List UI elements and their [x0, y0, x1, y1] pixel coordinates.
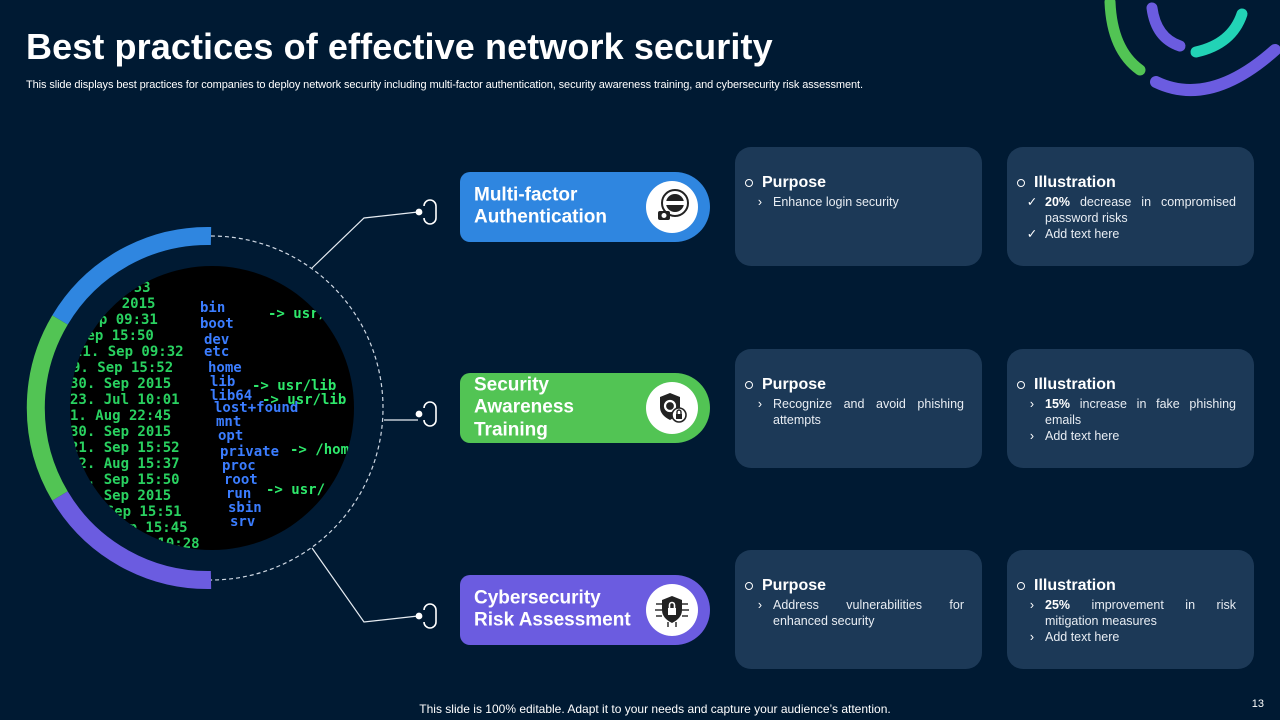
svg-text:lib64: lib64: [210, 388, 252, 404]
bullet-ring-icon: [745, 381, 753, 389]
card-heading: Purpose: [745, 174, 982, 192]
pill-label: Cybersecurity Risk Assessment: [474, 587, 631, 631]
svg-text:bin: bin: [200, 300, 225, 316]
svg-text:Sep 09:31: Sep 09:31: [82, 312, 158, 328]
list-item: ✓Add text here: [1026, 227, 1120, 241]
purpose-card-1: Purpose ›Enhance login security: [735, 147, 982, 266]
svg-text:dev: dev: [204, 332, 229, 348]
svg-text:-> usr/lib: -> usr/lib: [252, 378, 336, 394]
svg-text:lost+found: lost+found: [214, 400, 298, 416]
pill-label: Security Awareness Training: [474, 374, 574, 441]
svg-text:Sep 2015: Sep 2015: [88, 296, 155, 312]
chevron-right-icon: ›: [757, 397, 763, 411]
list-item: ›25% improvement in risk mitigation meas…: [1030, 597, 1236, 629]
card-heading: Purpose: [745, 376, 982, 394]
pill-security-awareness-training: Security Awareness Training: [460, 373, 710, 443]
page-number: 13: [1251, 698, 1264, 710]
svg-text:30. Sep 2015: 30. Sep 2015: [70, 488, 171, 504]
bullet-ring-icon: [745, 179, 753, 187]
authentic-badge-icon: [646, 181, 698, 233]
purpose-card-2: Purpose ›Recognize and avoid phishing at…: [735, 349, 982, 468]
svg-text:1. Aug 22:45: 1. Aug 22:45: [70, 408, 171, 424]
svg-text:boot: boot: [200, 316, 234, 332]
purpose-card-3: Purpose ›Address vulnerabilities for enh…: [735, 550, 982, 669]
svg-text:12. Sep 15:45: 12. Sep 15:45: [78, 520, 188, 536]
svg-text:9. Sep 15:52: 9. Sep 15:52: [72, 360, 173, 376]
card-heading: Illustration: [1017, 577, 1254, 595]
check-icon: ✓: [1026, 227, 1038, 241]
list-item: ›Add text here: [1030, 629, 1236, 645]
svg-text:root: root: [224, 472, 258, 488]
bullet-ring-icon: [1017, 381, 1025, 389]
bullet-ring-icon: [1017, 582, 1025, 590]
illustration-card-2: Illustration ›15% increase in fake phish…: [1007, 349, 1254, 468]
check-icon: ✓: [1026, 195, 1038, 209]
arc-green: [26, 315, 68, 501]
shield-gear-lock-icon: [646, 382, 698, 434]
slide-title: Best practices of effective network secu…: [26, 26, 773, 67]
shield-lock-circuit-icon: [646, 584, 698, 636]
pill-cybersecurity-risk-assessment: Cybersecurity Risk Assessment: [460, 575, 710, 645]
svg-text:21. Sep 15:52: 21. Sep 15:52: [70, 440, 180, 456]
svg-text:21. Sep 15:51: 21. Sep 15:51: [72, 504, 182, 520]
svg-text:21. Sep 09:32: 21. Sep 09:32: [74, 344, 184, 360]
bullet-ring-icon: [1017, 179, 1025, 187]
svg-text:-> usr/b: -> usr/b: [268, 306, 335, 322]
chevron-right-icon: ›: [1029, 397, 1035, 411]
illustration-card-3: Illustration ›25% improvement in risk mi…: [1007, 550, 1254, 669]
chevron-right-icon: ›: [757, 598, 763, 612]
footer-note: This slide is 100% editable. Adapt it to…: [419, 702, 891, 716]
svg-text:-> usr/lib: -> usr/lib: [262, 392, 346, 408]
list-item: ›15% increase in fake phishing emails: [1030, 396, 1236, 428]
card-heading: Illustration: [1017, 174, 1254, 192]
arc-purple: [52, 491, 212, 590]
svg-text:proc: proc: [222, 458, 256, 474]
svg-text:30. Sep 2015: 30. Sep 2015: [70, 376, 171, 392]
bullet-ring-icon: [745, 582, 753, 590]
card-heading: Illustration: [1017, 376, 1254, 394]
chevron-right-icon: ›: [1029, 630, 1035, 644]
svg-text:12. Aug 15:37: 12. Aug 15:37: [70, 456, 180, 472]
list-item: ›Address vulnerabilities for enhanced se…: [758, 597, 964, 629]
slide-subtitle: This slide displays best practices for c…: [26, 79, 863, 91]
svg-text:lib: lib: [210, 374, 235, 390]
svg-text:30. Jul 10:28: 30. Jul 10:28: [90, 536, 200, 552]
svg-text:etc: etc: [204, 344, 229, 360]
svg-text:run: run: [226, 486, 251, 502]
svg-text:30. Sep 2015: 30. Sep 2015: [70, 424, 171, 440]
decorative-arcs-icon: [1104, 0, 1280, 96]
svg-text:srv: srv: [230, 514, 255, 530]
svg-text:-> /hom: -> /hom: [290, 442, 349, 458]
svg-text:23. Jul 10:01: 23. Jul 10:01: [70, 392, 180, 408]
pill-multi-factor-authentication: Multi-factor Authentication: [460, 172, 710, 242]
pill-label: Multi-factor Authentication: [474, 184, 607, 228]
svg-text:mnt: mnt: [216, 414, 241, 430]
svg-text:home: home: [208, 360, 242, 376]
list-item: ›Enhance login security: [758, 194, 964, 210]
svg-text:private: private: [220, 444, 279, 460]
svg-text:Sep 15:50: Sep 15:50: [78, 328, 154, 344]
svg-text:sbin: sbin: [228, 500, 262, 516]
illustration-card-1: Illustration ✓20% decrease in compromise…: [1007, 147, 1254, 266]
svg-text:-> usr/: -> usr/: [266, 482, 325, 498]
card-heading: Purpose: [745, 577, 982, 595]
svg-text::15:53: :15:53: [100, 280, 151, 296]
svg-text:opt: opt: [218, 428, 243, 444]
chevron-right-icon: ›: [757, 195, 763, 209]
svg-text:21. Sep 15:50: 21. Sep 15:50: [70, 472, 180, 488]
arc-blue: [52, 226, 212, 325]
list-item: ›Recognize and avoid phishing attempts: [758, 396, 964, 428]
list-item: ✓20% decrease in compromised password ri…: [1026, 195, 1236, 225]
list-item: ›Add text here: [1030, 428, 1236, 444]
chevron-right-icon: ›: [1029, 598, 1035, 612]
chevron-right-icon: ›: [1029, 429, 1035, 443]
